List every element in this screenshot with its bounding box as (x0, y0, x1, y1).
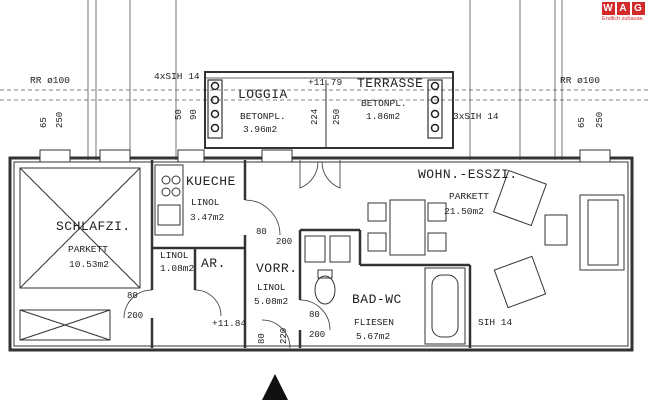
room-area-schlafzi: 10.53m2 (69, 259, 109, 270)
room-floor-wohnen: PARKETT (449, 191, 489, 202)
room-area-terrasse: 1.86m2 (366, 111, 401, 122)
axis-lines (87, 0, 563, 160)
dim-65-right: 65 (577, 117, 587, 128)
room-name-ar: AR. (201, 256, 226, 271)
door-entry-width: 80 (257, 333, 267, 344)
dim-250-mid: 250 (332, 108, 342, 125)
door-bad-width: 80 (309, 310, 320, 320)
interior-walls (150, 160, 472, 348)
dim-65-left: 65 (39, 117, 49, 128)
room-name-schlafzi: SCHLAFZI. (56, 219, 131, 234)
dashed-lines (0, 89, 650, 101)
room-name-vorr: VORR. (256, 261, 298, 276)
door-schlaf-height: 200 (127, 311, 144, 321)
rr-right-label: RR ø100 (560, 75, 600, 86)
room-floor-kueche: LINOL (191, 197, 220, 208)
sih-bottom-label: SIH 14 (478, 317, 513, 328)
room-name-kueche: KUECHE (186, 174, 236, 189)
level-bottom-label: +11.84 (212, 318, 247, 329)
door-schlaf-width: 80 (127, 291, 138, 301)
room-area-kueche: 3.47m2 (190, 212, 225, 223)
room-name-bad: BAD-WC (352, 292, 402, 307)
door-swings (123, 199, 331, 349)
balcony-columns (207, 79, 443, 148)
kitchen-counter (154, 164, 184, 236)
logo-tagline: Endlich zuhause. (602, 16, 644, 22)
door-entry-height: 220 (279, 327, 289, 344)
room-area-bad: 5.67m2 (356, 331, 391, 342)
dim-50: 50 (174, 109, 184, 120)
room-floor-bad: FLIESEN (354, 317, 394, 328)
sih-right-label: 3xSIH 14 (453, 111, 499, 122)
sih-top-label: 4xSIH 14 (154, 71, 200, 82)
door-kueche-width: 80 (256, 227, 267, 237)
living-furniture (367, 169, 625, 309)
room-floor-terrasse: BETONPL. (361, 98, 407, 109)
dim-224: 224 (310, 108, 320, 125)
room-name-wohnen: WOHN.-ESSZI. (418, 167, 518, 182)
entrance-arrow (262, 374, 288, 400)
room-area-wohnen: 21.50m2 (444, 206, 484, 217)
door-bad-height: 200 (309, 330, 326, 340)
room-floor-loggia: BETONPL. (240, 111, 286, 122)
room-name-terrasse: TERRASSE (357, 76, 424, 91)
room-area-ar: 1.08m2 (160, 263, 195, 274)
room-floor-vorr: LINOL (257, 282, 286, 293)
dim-250-right: 250 (595, 111, 605, 128)
balcony-frame (204, 71, 454, 149)
bathroom-fixtures (304, 235, 466, 345)
bed (19, 167, 141, 341)
logo-letter-g: G (631, 2, 645, 15)
room-floor-ar: LINOL (160, 250, 189, 261)
dim-250-left: 250 (55, 111, 65, 128)
room-area-vorr: 5.08m2 (254, 296, 289, 307)
outer-walls (8, 156, 634, 352)
room-name-loggia: LOGGIA (238, 87, 288, 102)
logo-letter-w: W (601, 2, 615, 15)
room-floor-schlafzi: PARKETT (68, 244, 108, 255)
loggia-door (299, 160, 341, 189)
room-area-loggia: 3.96m2 (243, 124, 278, 135)
brand-logo: W A G Endlich zuhause. (598, 2, 648, 22)
dim-90: 90 (189, 109, 199, 120)
rr-left-label: RR ø100 (30, 75, 70, 86)
logo-letter-a: A (616, 2, 630, 15)
door-kueche-height: 200 (276, 237, 293, 247)
level-top-label: +11.79 (308, 77, 343, 88)
